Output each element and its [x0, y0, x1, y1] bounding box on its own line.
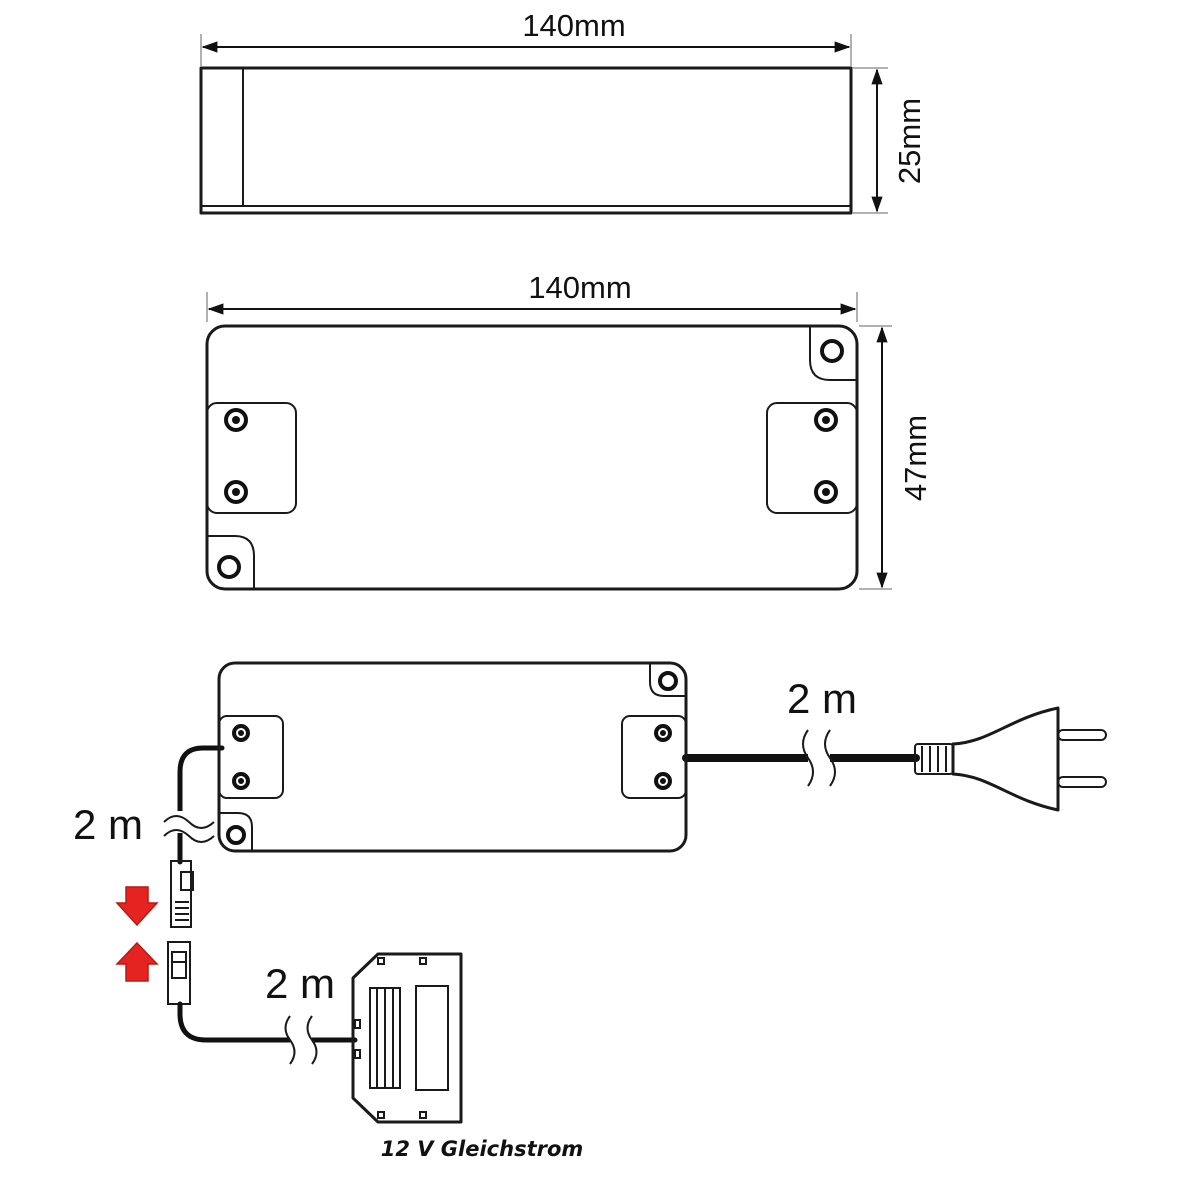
- top-width-label: 140mm: [528, 270, 631, 305]
- top-height-label: 47mm: [898, 415, 933, 501]
- terminal-cover-left: [206, 402, 297, 514]
- terminal-cover-left: [218, 715, 284, 799]
- distributor-cable: [177, 1001, 358, 1043]
- insert-arrows-icon: [115, 886, 159, 982]
- arrow-up-icon: [115, 941, 159, 982]
- euro-plug-icon: [914, 706, 1107, 812]
- mounting-hole: [658, 671, 678, 691]
- output-cable: [177, 745, 225, 865]
- side-view: 140mm 25mm: [199, 8, 927, 215]
- side-view-housing: [199, 66, 853, 215]
- wiring-view: 2 m 2 m: [73, 661, 1107, 1161]
- mounting-hole: [217, 555, 241, 579]
- output-cable-length: 2 m: [73, 801, 143, 848]
- connector-icon: [167, 941, 191, 1005]
- side-width-label: 140mm: [522, 8, 625, 43]
- mounting-hole: [226, 825, 246, 845]
- mains-cable-length: 2 m: [787, 675, 857, 722]
- mounting-hole: [820, 339, 844, 363]
- distributor-box: [351, 952, 463, 1124]
- terminal-cover-right: [766, 402, 858, 514]
- top-view-housing: [205, 324, 859, 591]
- distributor-cable-length: 2 m: [265, 960, 335, 1007]
- top-view: 140mm 47mm: [205, 270, 933, 591]
- connector-icon: [170, 860, 194, 928]
- arrow-down-icon: [115, 886, 159, 927]
- output-caption: 12 V Gleichstrom: [381, 1137, 584, 1161]
- side-height-label: 25mm: [892, 98, 927, 184]
- driver-housing: [217, 661, 688, 853]
- terminal-cover-right: [621, 715, 687, 799]
